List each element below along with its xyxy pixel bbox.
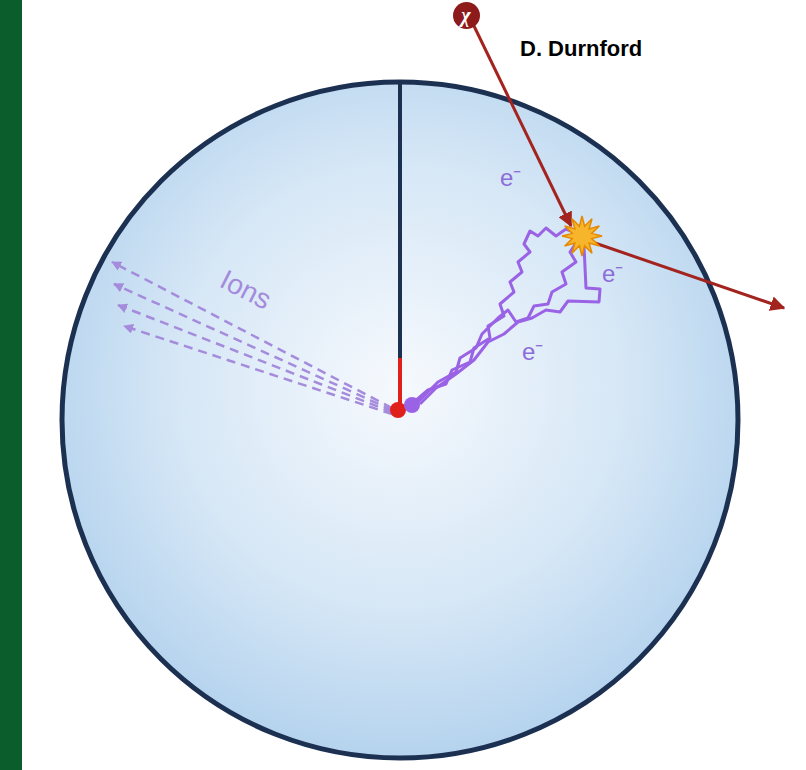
side-bar bbox=[0, 0, 22, 770]
electron-label: e⁻ bbox=[500, 160, 521, 193]
sphere-vessel bbox=[62, 82, 738, 758]
ions-label: Ions bbox=[215, 264, 277, 317]
particle-symbol: χ bbox=[461, 5, 470, 25]
particle-circle: χ bbox=[453, 2, 480, 29]
outgoing-track bbox=[592, 242, 784, 308]
anode-wire bbox=[398, 358, 402, 404]
electron-label: e⁻ bbox=[522, 334, 543, 367]
anode-ball bbox=[390, 402, 406, 418]
support-rod bbox=[398, 84, 402, 360]
electron-label: e⁻ bbox=[602, 256, 623, 289]
author-credit: D. Durnford bbox=[520, 36, 642, 62]
interaction-burst bbox=[562, 216, 602, 256]
ion-drift-lines bbox=[112, 262, 392, 414]
electron-cloud bbox=[404, 397, 420, 413]
electron-drift-paths bbox=[414, 228, 600, 404]
